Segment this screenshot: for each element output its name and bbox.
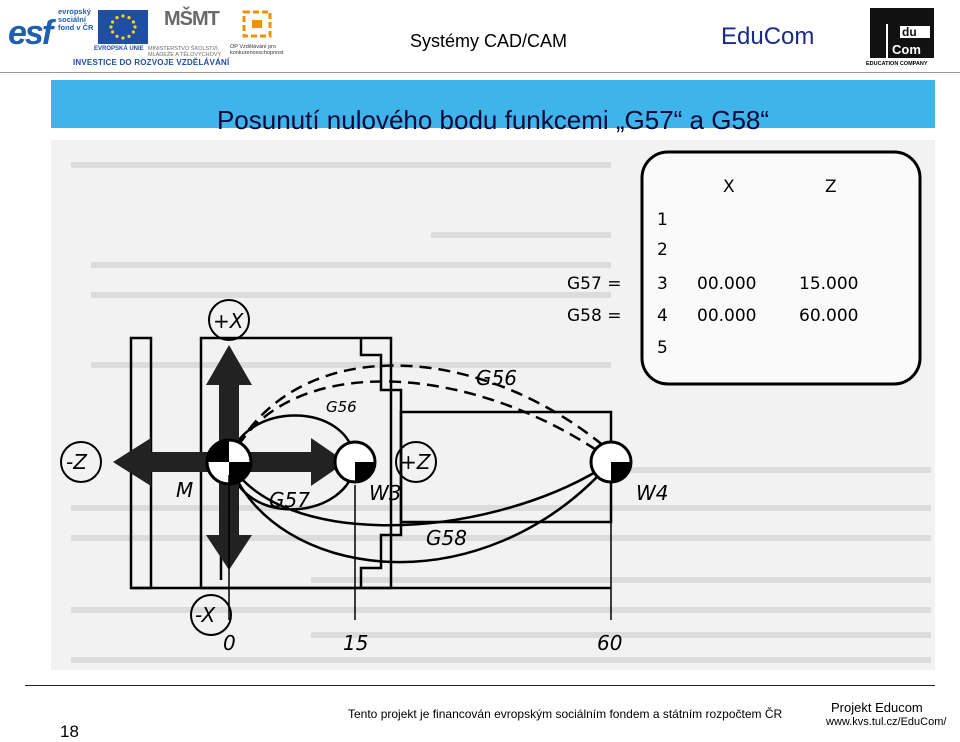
title-bar: Posunutí nulového bodu funkcemi „G57“ a …	[51, 80, 935, 135]
plus-z-label: +Z	[400, 450, 432, 474]
brand-name: EduCom	[721, 23, 815, 50]
minus-x-label: -X	[195, 603, 217, 627]
g56-outer-label: G56	[476, 366, 517, 390]
table-row-label: G58 =	[567, 306, 621, 326]
funding-logos: esf evropský sociální fond v ČR EVROPSKÁ…	[8, 6, 293, 70]
axis-labels: +X -X -Z +Z	[60, 299, 437, 636]
tick-15: 15	[343, 631, 368, 655]
g56-path	[227, 364, 612, 463]
table-cell-z: 15.000	[799, 274, 858, 294]
table-header-z: Z	[825, 177, 837, 197]
slide-title: Posunutí nulového bodu funkcemi „G57“ a …	[216, 105, 770, 136]
g57-label: G57	[269, 488, 310, 512]
tick-60: 60	[597, 631, 622, 655]
eu-label: EVROPSKÁ UNIE	[94, 46, 144, 52]
project-name: Projekt Educom	[831, 700, 923, 715]
w3-zero-symbol	[333, 440, 377, 484]
w4-zero-symbol	[589, 440, 633, 484]
msmt-logo: MŠMT	[164, 8, 220, 30]
op-label: OP Vzdělávání pro konkurenceschopnost	[230, 44, 284, 56]
esf-logo: esf	[8, 14, 53, 52]
tick-leaders	[228, 475, 612, 620]
w3-label: W3	[369, 481, 402, 505]
m-label: M	[176, 478, 193, 502]
tick-0: 0	[223, 631, 236, 655]
g58-label: G58	[426, 526, 467, 550]
funding-note: Tento projekt je financován evropským so…	[348, 707, 783, 721]
table-header-x: X	[723, 177, 735, 197]
course-title: Systémy CAD/CAM	[410, 31, 568, 51]
table-row-index: 5	[657, 338, 668, 358]
esf-logo-text: evropský sociální fond v ČR	[58, 7, 94, 32]
machine-zero-symbol	[205, 438, 253, 486]
footer-divider	[25, 685, 935, 686]
educom-caption: EDUCATION COMPANY	[866, 61, 928, 67]
plus-x-label: +X	[213, 309, 245, 333]
educom-logo: du Com	[866, 4, 936, 68]
table-row-index: 1	[657, 210, 668, 230]
g56-inner-label: G56	[326, 398, 357, 416]
axis-ticks: 0 15 60	[223, 631, 622, 655]
minus-z-label: -Z	[66, 450, 88, 474]
page-number: 18	[60, 722, 79, 741]
msmt-label: MINISTERSTVO ŠKOLSTVÍ, MLÁDEŽE A TĚLOVÝC…	[148, 46, 222, 58]
header: esf evropský sociální fond v ČR EVROPSKÁ…	[0, 0, 960, 75]
op-logo-icon	[238, 8, 278, 42]
table-cell-z: 60.000	[799, 306, 858, 326]
scan-background-text	[71, 162, 931, 663]
scanned-figure: X Z 1 2 G57 = 3 00.000 15.000 G58 = 4 00…	[51, 140, 935, 670]
educom-logo-mark-bottom: Com	[892, 42, 921, 57]
table-row-index: 3	[657, 274, 668, 294]
table-cell-x: 00.000	[697, 306, 756, 326]
eu-flag-icon	[98, 10, 148, 44]
table-row-label: G57 =	[567, 274, 621, 294]
table-cell-x: 00.000	[697, 274, 756, 294]
investment-slogan: INVESTICE DO ROZVOJE VZDĚLÁVÁNÍ	[73, 58, 230, 67]
table-row-index: 4	[657, 306, 668, 326]
project-url: www.kvs.tul.cz/EduCom/	[826, 716, 947, 728]
w4-label: W4	[636, 481, 669, 505]
table-row-index: 2	[657, 240, 668, 260]
zero-offset-table	[640, 150, 922, 386]
educom-logo-mark-top: du	[902, 25, 917, 39]
path-labels: M G57 W3 W4 G56 G56 G58	[176, 366, 669, 550]
header-divider	[0, 72, 960, 73]
